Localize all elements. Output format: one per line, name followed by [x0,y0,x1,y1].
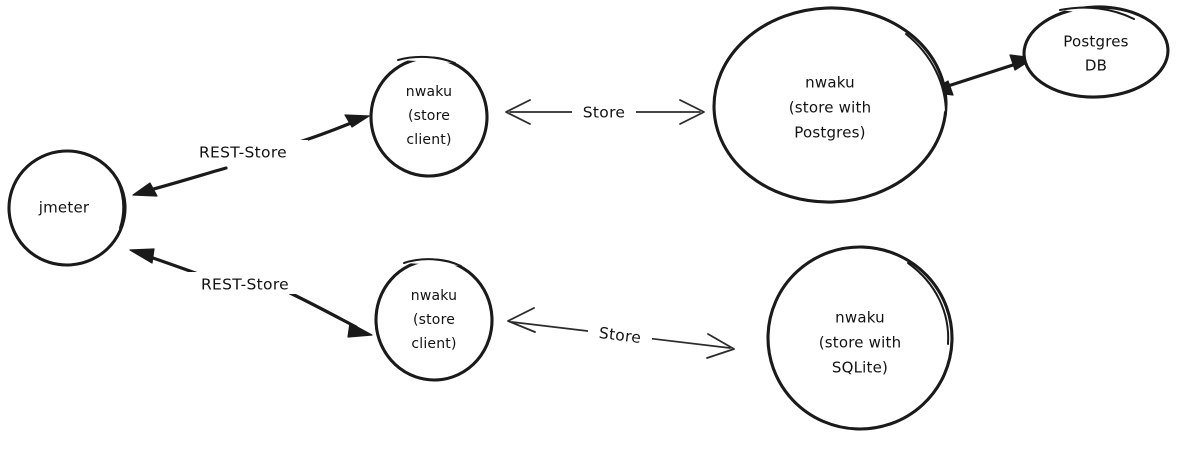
node-store-sqlite-label-line2: (store with [819,334,902,352]
edge-label-store-bottom: Store [598,324,642,347]
edge-label-rest-store-top: REST-Store [199,144,287,162]
edge-rest-store-top: REST-Store [132,114,370,197]
edge-rest-store-bottom-shaft-right [288,291,358,329]
node-store-client-bottom[interactable]: nwaku (store client) [373,257,495,383]
arrowhead-open-right-store-bottom [706,333,735,359]
edge-label-backdrop-store-top [572,101,636,123]
edge-label-backdrop-store-bottom [588,324,652,346]
arrowhead-open-left-store-top [505,99,531,125]
node-store-sqlite-outline-overdraw [907,262,950,345]
arrowhead-right-bottom [347,322,373,338]
arrowhead-right-top [344,114,370,128]
arrowhead-open-left-store-bottom [507,307,536,333]
node-store-postgres-outline-overdraw [905,33,947,115]
edge-postgres-db-shaft [946,62,1018,88]
edge-label-backdrop-top [176,140,308,162]
arrowhead-left-bottom [129,248,155,264]
node-store-postgres[interactable]: nwaku (store with Postgres) [711,4,950,206]
node-store-client-bottom-outline-overdraw [403,258,462,267]
node-jmeter[interactable]: jmeter [5,147,129,269]
node-store-client-top-label-line2: (store [408,108,450,124]
edge-label-store-top: Store [583,104,625,122]
node-jmeter-outline [7,149,127,267]
node-store-sqlite-outline [766,245,954,431]
edge-store-bottom: Store [507,307,735,359]
node-store-postgres-label-line1: nwaku [805,74,855,92]
arrowhead-left-top [132,182,158,197]
node-store-client-top[interactable]: nwaku (store client) [368,55,490,179]
node-jmeter-outline-overdraw [117,181,125,229]
node-store-sqlite[interactable]: nwaku (store with SQLite) [765,244,955,432]
edge-label-rest-store-bottom: REST-Store [201,276,289,294]
node-jmeter-label: jmeter [38,199,90,217]
node-store-postgres-label-line3: Postgres) [794,124,865,142]
node-store-client-bottom-label-line1: nwaku [411,288,457,304]
arrowhead-open-right-store-top [679,99,705,125]
edge-rest-store-bottom: REST-Store [129,248,373,338]
node-store-client-bottom-label-line2: (store [413,312,455,328]
node-store-client-top-outline-overdraw [397,55,456,64]
node-store-sqlite-label-line3: SQLite) [832,359,888,377]
edge-store-top: Store [505,99,705,125]
node-store-postgres-label-line2: (store with [789,99,872,117]
edge-label-backdrop-bottom [178,272,310,294]
node-store-client-bottom-label-line3: client) [411,336,456,352]
node-store-client-top-label-line3: client) [406,132,451,148]
node-postgres-db-label-line1: Postgres [1063,33,1128,51]
node-postgres-db[interactable]: Postgres DB [1022,5,1170,100]
edge-rest-store-top-shaft-left [148,166,228,192]
node-postgres-db-label-line2: DB [1085,57,1107,75]
node-postgres-db-outline [1022,5,1170,99]
node-postgres-db-outline-overdraw [1059,6,1135,20]
node-store-sqlite-label-line1: nwaku [835,309,885,327]
node-store-client-top-label-line1: nwaku [406,84,452,100]
